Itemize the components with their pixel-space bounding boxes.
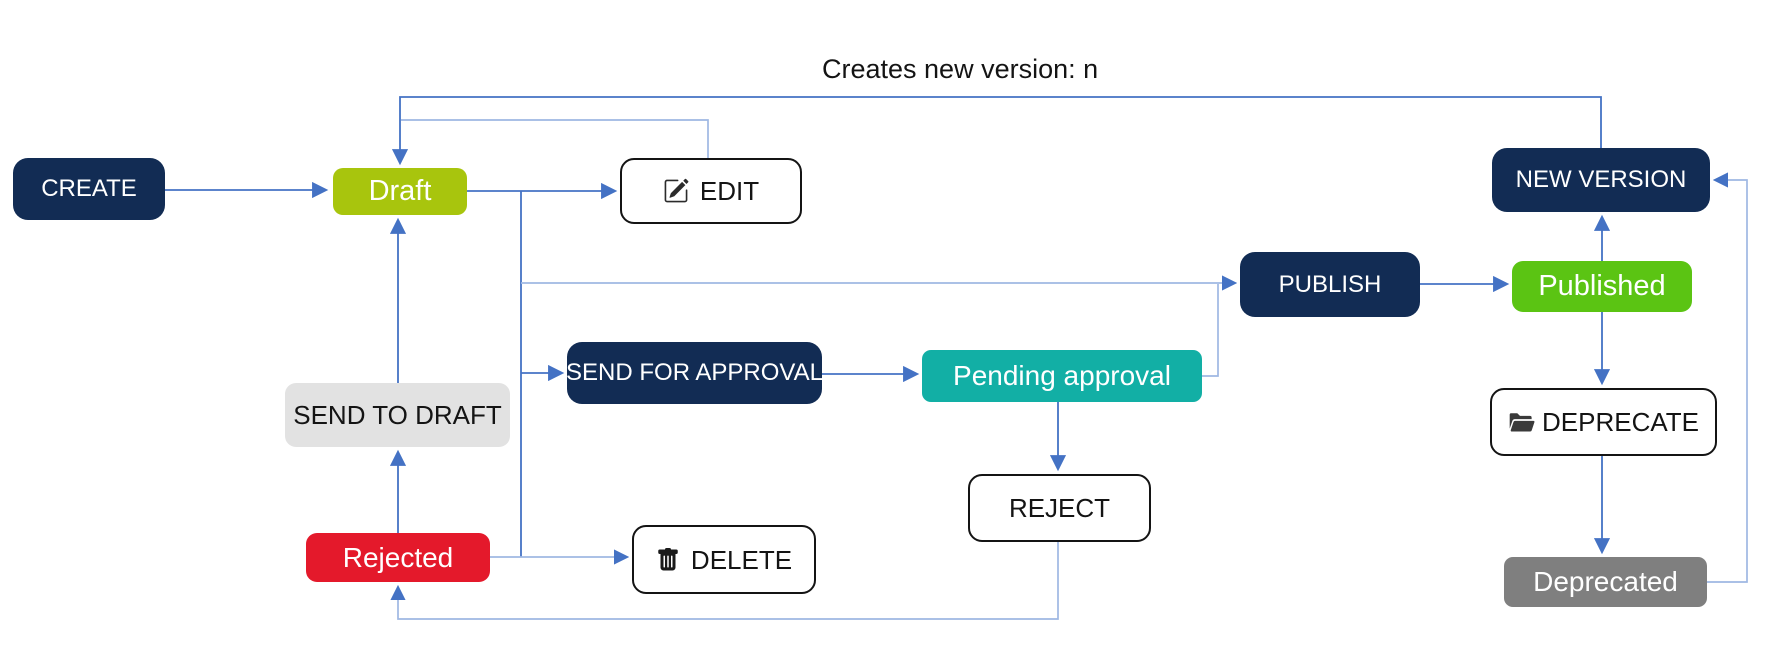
edge-label-creates-new-version: Creates new version: n bbox=[822, 54, 1099, 84]
node-publish-label: PUBLISH bbox=[1278, 270, 1382, 298]
node-create-label: CREATE bbox=[41, 175, 137, 202]
node-deprecate-label: DEPRECATE bbox=[1542, 407, 1699, 437]
node-send-for-approval: SEND FOR APPROVAL bbox=[566, 342, 823, 404]
node-rejected-label: Rejected bbox=[342, 541, 454, 573]
node-edit: EDIT bbox=[620, 158, 802, 224]
node-new-version-label: NEW VERSION bbox=[1515, 166, 1687, 193]
edge-reject-to-rejected bbox=[390, 538, 1059, 620]
edge-new-version-to-draft bbox=[391, 96, 1602, 166]
node-publish: PUBLISH bbox=[1240, 252, 1420, 317]
edge-edit-to-draft bbox=[401, 119, 709, 158]
folder-open-icon bbox=[1508, 409, 1535, 436]
node-reject-label: REJECT bbox=[1008, 493, 1111, 523]
edge-deprecated-to-new-version bbox=[1707, 172, 1748, 583]
node-deprecated-label: Deprecated bbox=[1533, 566, 1678, 597]
node-pending-approval-label: Pending approval bbox=[953, 360, 1171, 391]
node-send-to-draft-label: SEND TO DRAFT bbox=[293, 400, 502, 430]
node-draft: Draft bbox=[333, 168, 467, 215]
edge-pending-to-publish bbox=[1202, 284, 1219, 377]
node-delete-label: DELETE bbox=[690, 544, 793, 575]
node-edit-label: EDIT bbox=[699, 176, 760, 206]
trash-icon bbox=[656, 547, 680, 572]
node-send-for-approval-label: SEND FOR APPROVAL bbox=[566, 359, 823, 386]
node-create: CREATE bbox=[13, 158, 165, 220]
node-deprecated: Deprecated bbox=[1504, 557, 1707, 607]
node-pending-approval: Pending approval bbox=[922, 350, 1202, 402]
node-delete: DELETE bbox=[632, 525, 816, 594]
node-draft-label: Draft bbox=[368, 175, 432, 207]
node-published: Published bbox=[1512, 261, 1692, 312]
node-reject: REJECT bbox=[968, 474, 1151, 542]
node-new-version: NEW VERSION bbox=[1492, 148, 1710, 212]
node-published-label: Published bbox=[1538, 270, 1666, 302]
edit-icon bbox=[663, 178, 689, 204]
node-rejected: Rejected bbox=[306, 533, 490, 582]
node-deprecate: DEPRECATE bbox=[1490, 388, 1717, 456]
node-send-to-draft: SEND TO DRAFT bbox=[285, 383, 510, 447]
